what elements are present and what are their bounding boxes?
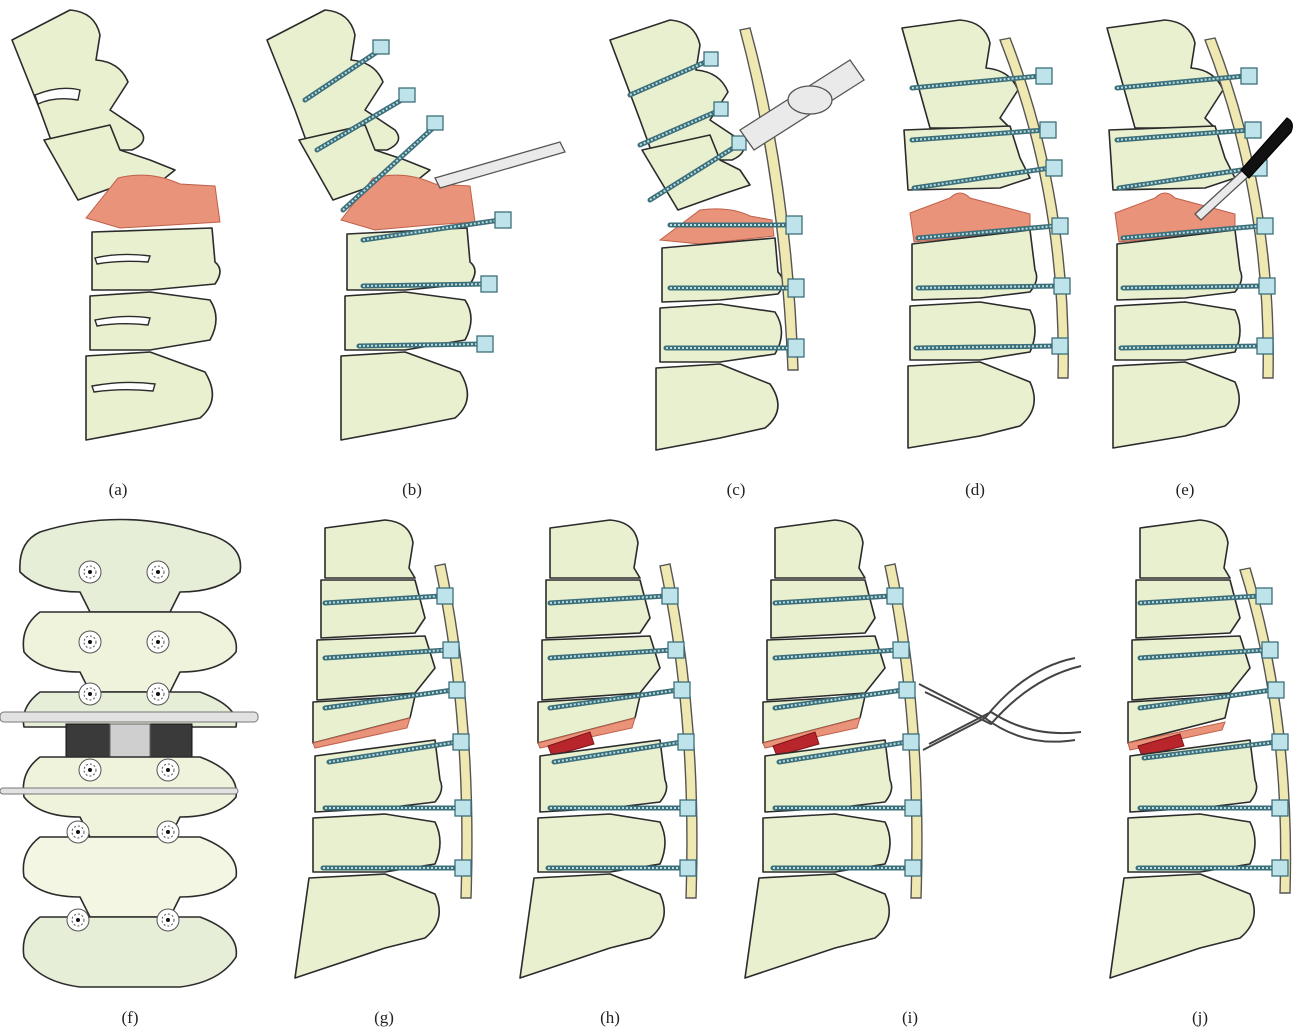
panel-j-illustration xyxy=(1100,518,1295,998)
panel-d xyxy=(890,18,1090,470)
panel-a-illustration xyxy=(0,0,250,470)
cage-left-block xyxy=(66,724,110,757)
caption-d: (d) xyxy=(945,480,1005,500)
osteotome-tool xyxy=(435,142,565,188)
vertebra-lower-3 xyxy=(520,874,664,978)
cage-right-block xyxy=(150,724,192,757)
vertebra-upper-3 xyxy=(317,636,435,700)
vertebra-lower-3 xyxy=(1110,874,1254,978)
rod-lower xyxy=(0,788,238,794)
vertebra-lower-3 xyxy=(295,874,439,978)
screw-head-posterior xyxy=(67,821,89,843)
screw-head-posterior xyxy=(79,759,101,781)
panel-g xyxy=(285,518,485,998)
vertebra-upper-2 xyxy=(546,580,650,638)
vertebra-lower-3 xyxy=(1113,362,1239,448)
vertebra-lower-2 xyxy=(1128,814,1255,872)
screw-head-posterior xyxy=(157,909,179,931)
panel-f xyxy=(0,512,260,1010)
reducer-knob xyxy=(788,86,832,114)
panel-i-illustration xyxy=(735,518,1095,998)
screw-head-posterior xyxy=(147,683,169,705)
rod-left-right xyxy=(0,712,258,722)
vertebra-upper-1 xyxy=(775,520,865,578)
panel-e xyxy=(1095,18,1295,470)
vertebra-lower-2 xyxy=(910,302,1035,360)
caption-b: (b) xyxy=(382,480,442,500)
rod xyxy=(885,564,922,898)
compression-pliers xyxy=(919,658,1081,750)
vertebra-lower-3 xyxy=(745,874,889,978)
screw-head-posterior xyxy=(67,909,89,931)
vertebra-lower-3 xyxy=(656,364,778,450)
caption-j: (j) xyxy=(1170,1008,1230,1028)
rod xyxy=(660,564,697,898)
vertebra-lower-3 xyxy=(86,352,212,440)
screw-head-posterior xyxy=(157,759,179,781)
vertebra-upper-2 xyxy=(771,580,875,638)
vertebra-lower-2 xyxy=(660,304,782,362)
vertebra-upper-1 xyxy=(902,20,1018,128)
screw-head-posterior xyxy=(79,561,101,583)
panel-h-illustration xyxy=(510,518,710,998)
vertebra-lower-2 xyxy=(538,814,665,872)
vertebra-lower-2 xyxy=(763,814,890,872)
vertebra-lower-3 xyxy=(341,352,467,440)
caption-a: (a) xyxy=(88,480,148,500)
panel-h xyxy=(510,518,710,998)
panel-a xyxy=(0,0,250,470)
vertebra-lower-3 xyxy=(908,362,1034,448)
vertebra-lower-2 xyxy=(345,292,471,350)
vertebra-upper-1 xyxy=(550,520,640,578)
panel-i xyxy=(735,518,1095,998)
screw-head-posterior xyxy=(79,683,101,705)
screw-head-posterior xyxy=(157,821,179,843)
caption-e: (e) xyxy=(1155,480,1215,500)
vertebra-upper-2 xyxy=(1136,580,1240,638)
vertebra-lower-1 xyxy=(662,238,783,302)
caption-f: (f) xyxy=(100,1008,160,1028)
panel-g-illustration xyxy=(285,518,485,998)
panel-b-illustration xyxy=(255,0,575,470)
rod xyxy=(435,564,472,898)
panel-f-illustration xyxy=(0,512,260,1010)
panel-e-illustration xyxy=(1095,18,1295,470)
panel-c-illustration xyxy=(600,20,890,470)
vertebra-posterior-6 xyxy=(23,917,236,987)
vertebra-upper-1 xyxy=(1140,520,1230,578)
panel-d-illustration xyxy=(890,18,1090,470)
vertebra-upper-3 xyxy=(767,636,885,700)
panel-j xyxy=(1100,518,1295,998)
panel-c xyxy=(600,20,890,470)
caption-g: (g) xyxy=(354,1008,414,1028)
screw-head-posterior xyxy=(79,631,101,653)
caption-h: (h) xyxy=(580,1008,640,1028)
caption-i: (i) xyxy=(880,1008,940,1028)
screw-head-posterior xyxy=(147,631,169,653)
vertebra-upper-3 xyxy=(1132,636,1250,700)
vertebra-lower-2 xyxy=(313,814,440,872)
panel-b xyxy=(255,0,575,470)
vertebra-upper-1 xyxy=(325,520,415,578)
screw-head-posterior xyxy=(147,561,169,583)
vertebra-lower-2 xyxy=(1115,302,1240,360)
vertebra-upper-2 xyxy=(321,580,425,638)
vertebra-lower-1 xyxy=(315,740,442,812)
caption-c: (c) xyxy=(706,480,766,500)
vertebra-upper-1 xyxy=(1107,20,1223,128)
vertebra-upper-3 xyxy=(542,636,660,700)
